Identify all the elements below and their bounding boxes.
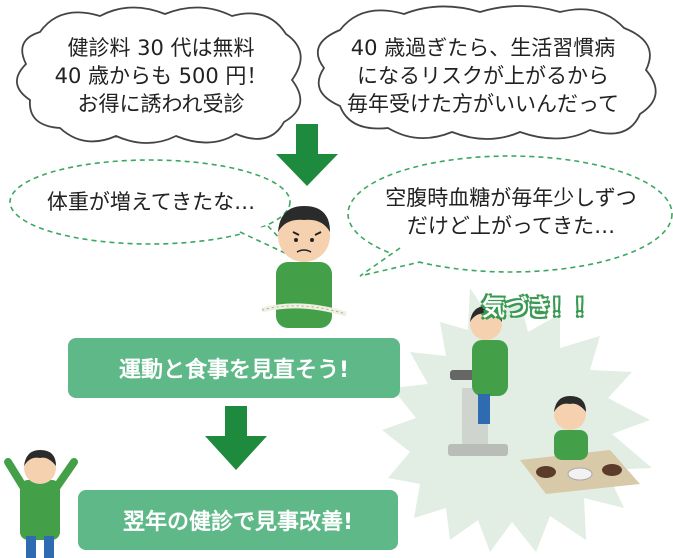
- thought-right-text: 空腹時血糖が毎年少しずつ だけど上がってきた…: [356, 184, 666, 240]
- thought-bubble-left: [9, 159, 291, 245]
- speech-cloud-left-text: 健診料 30 代は無料 40 歳からも 500 円！ お得に誘われ受診: [36, 34, 286, 118]
- speech-line: お得に誘われ受診: [77, 92, 245, 116]
- step-improve-box: 翌年の健診で見事改善!: [78, 490, 398, 550]
- step-review-label: 運動と食事を見直そう!: [118, 358, 350, 383]
- thought-left-text: 体重が増えてきたな…: [46, 190, 256, 214]
- eating-man-illustration: [520, 396, 640, 494]
- speech-cloud-right: [316, 5, 657, 140]
- cheering-man-illustration: [4, 450, 78, 558]
- speech-line: 健診料 30 代は無料: [67, 36, 255, 60]
- thought-line: だけど上がってきた…: [406, 214, 616, 238]
- speech-line: 毎年受けた方がいいんだって: [347, 92, 619, 116]
- speech-line: 40 歳過ぎたら、生活習慣病: [350, 36, 616, 60]
- thought-bubble-right: [347, 155, 673, 273]
- speech-cloud-left: [16, 6, 302, 144]
- speech-line: になるリスクが上がるから: [357, 64, 609, 88]
- step-improve-label: 翌年の健診で見事改善!: [122, 510, 354, 535]
- worried-man-illustration: [261, 206, 347, 328]
- thought-line: 空腹時血糖が毎年少しずつ: [385, 186, 637, 210]
- kizuki-burst: [382, 288, 652, 552]
- exercise-bike-man-illustration: [448, 306, 508, 456]
- speech-line: 40 歳からも 500 円！: [54, 64, 268, 88]
- step-review-box: 運動と食事を見直そう!: [68, 338, 400, 398]
- speech-cloud-right-text: 40 歳過ぎたら、生活習慣病 になるリスクが上がるから 毎年受けた方がいいんだっ…: [318, 34, 648, 118]
- arrow-down-bottom: [205, 406, 267, 470]
- arrow-down-top: [276, 124, 338, 186]
- kizuki-label: 気づき！！: [482, 295, 597, 321]
